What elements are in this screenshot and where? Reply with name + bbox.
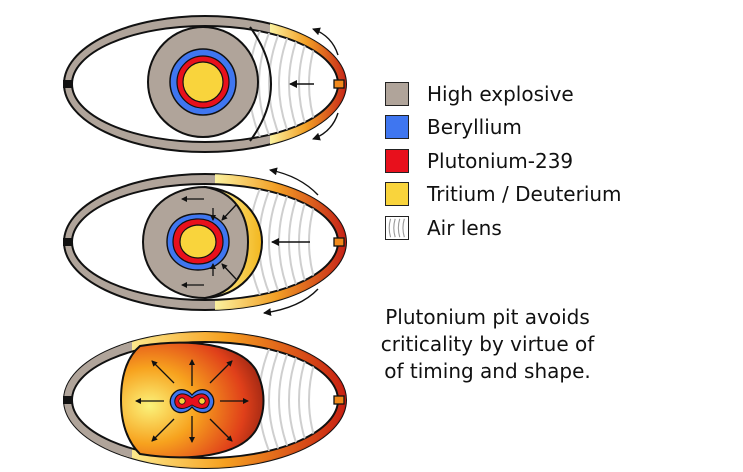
stage-2-compression	[63, 167, 347, 316]
arrow-curve-bottom	[263, 288, 319, 316]
tritium-core	[182, 61, 224, 103]
swatch-plutonium	[385, 148, 409, 173]
detonator-right	[333, 395, 345, 405]
caption-line: Plutonium pit avoids	[385, 305, 590, 329]
detonator-right	[333, 79, 345, 89]
caption-line: of timing and shape.	[384, 359, 591, 383]
legend-label: High explosive	[427, 81, 574, 106]
swatch-beryllium	[385, 115, 409, 140]
swatch-high-explosive	[385, 81, 409, 106]
arrow-curve-top	[269, 167, 319, 196]
legend: High explosive Beryllium Plutonium-239 T…	[385, 77, 622, 245]
arrow-curve-top	[312, 27, 339, 56]
outward-arrows	[135, 359, 249, 443]
caption: Plutonium pit avoids criticality by virt…	[355, 304, 620, 385]
detonator-left	[63, 238, 73, 246]
swatch-air-lens	[385, 215, 409, 240]
detonator-right	[333, 237, 345, 247]
legend-item-plutonium: Plutonium-239	[385, 144, 622, 178]
legend-item-beryllium: Beryllium	[385, 111, 622, 145]
legend-label: Beryllium	[427, 115, 522, 140]
legend-item-tritium: Tritium / Deuterium	[385, 178, 622, 212]
legend-label: Plutonium-239	[427, 148, 574, 173]
legend-label: Tritium / Deuterium	[427, 182, 622, 207]
swatch-tritium	[385, 182, 409, 207]
caption-line: criticality by virtue of	[380, 332, 595, 356]
detonator-left	[63, 396, 73, 404]
arrow-curve-bottom	[312, 112, 339, 141]
stage-1-initial	[63, 15, 347, 153]
legend-label: Air lens	[427, 215, 502, 240]
arrow-diag-ur	[221, 204, 237, 221]
arrow-diag-lr	[221, 263, 237, 280]
stage-3-ignition	[63, 331, 347, 469]
detonator-left	[63, 80, 73, 88]
tritium-core	[179, 224, 217, 259]
legend-item-high-explosive: High explosive	[385, 77, 622, 111]
legend-item-air-lens: Air lens	[385, 211, 622, 245]
compressed-pit	[169, 389, 215, 414]
